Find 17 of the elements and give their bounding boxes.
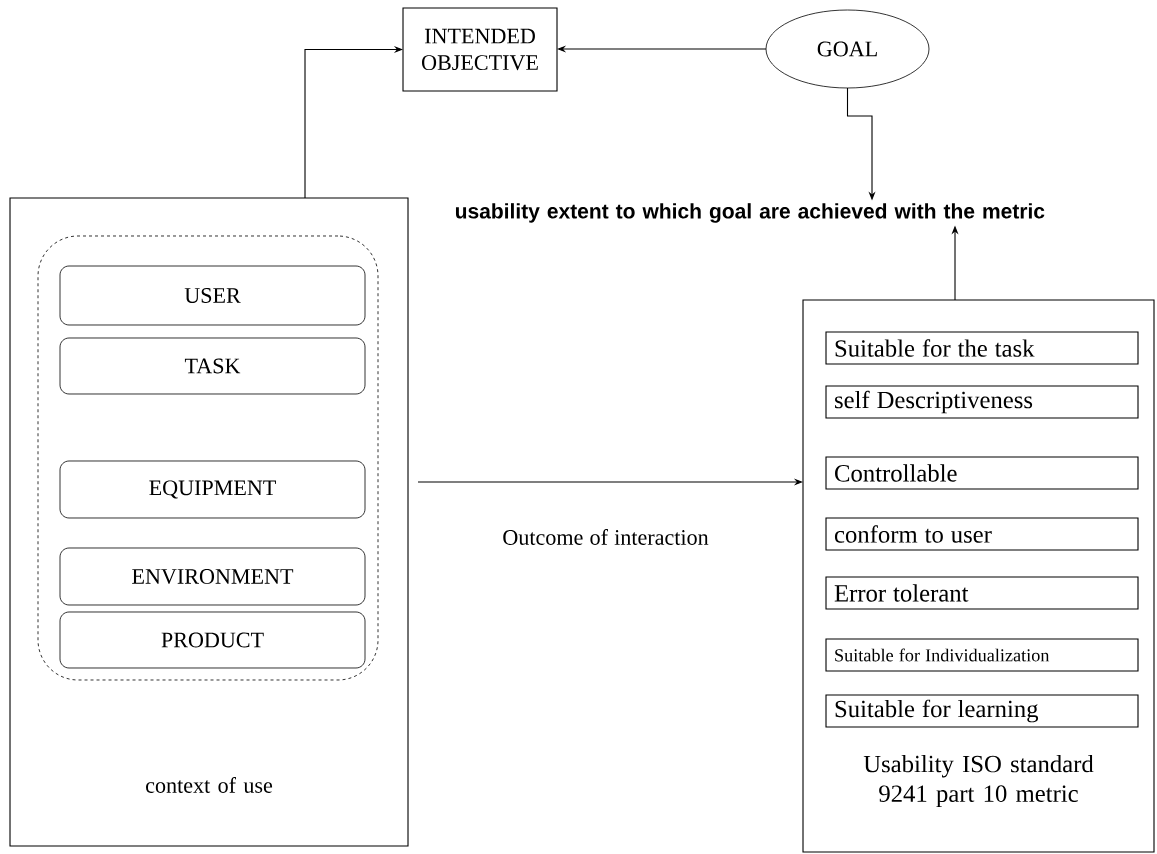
arrow xyxy=(304,45,403,199)
context-item-box: TASK xyxy=(59,337,366,395)
metric-item-box: Controllable xyxy=(825,456,1139,490)
metric-item-box: self Descriptiveness xyxy=(825,385,1139,419)
edge-label: Outcome of interaction xyxy=(500,527,711,547)
context-item-box: PRODUCT xyxy=(59,611,366,669)
metric-item-box: conform to user xyxy=(825,517,1139,551)
dashed-group-box xyxy=(37,235,379,681)
metric-item-box: Suitable for learning xyxy=(825,694,1139,728)
metric-item-box: Suitable for Individualization xyxy=(825,638,1139,672)
context-item-box: EQUIPMENT xyxy=(59,460,366,519)
metric-item-box: Suitable for the task xyxy=(825,331,1139,365)
context-item-box: ENVIRONMENT xyxy=(59,547,366,606)
objective-box: INTENDED OBJECTIVE xyxy=(402,7,558,92)
context-item-box: USER xyxy=(59,265,366,326)
outcome-text: usability extent to which goal are achieved with the metric xyxy=(456,203,1045,223)
metric-item-box: Error tolerant xyxy=(825,576,1139,610)
